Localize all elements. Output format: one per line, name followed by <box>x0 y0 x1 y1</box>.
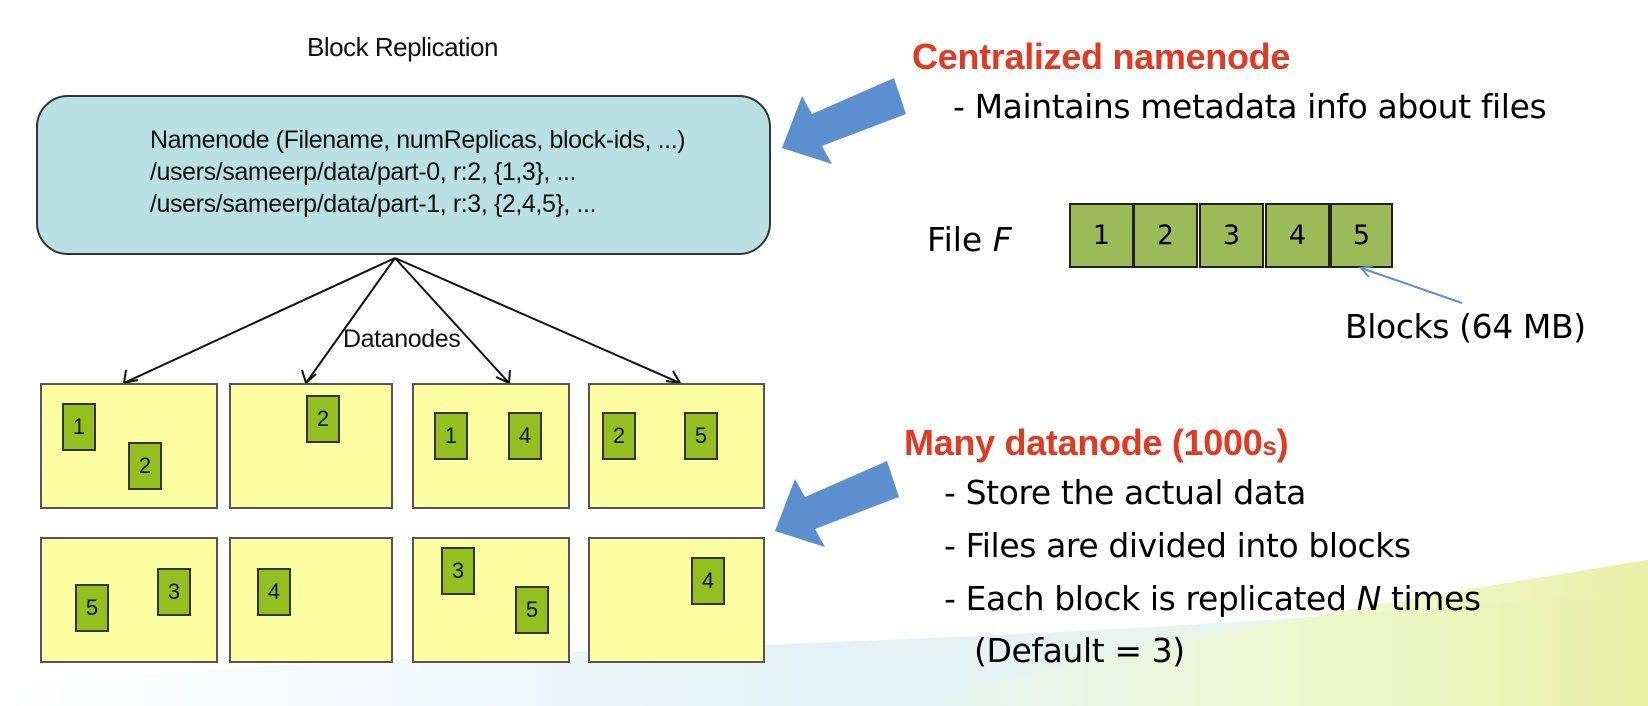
namenode-line: /users/sameerp/data/part-0, r:2, {1,3}, … <box>150 158 577 186</box>
blocks-pointer-line <box>1359 265 1463 304</box>
datanode-bullet: - Files are divided into blocks <box>944 526 1411 565</box>
file-block-4: 4 <box>1265 203 1330 268</box>
datanodes-label: Datanodes <box>343 325 461 353</box>
datanode-3: 1 4 <box>412 383 570 509</box>
diagram-title: Block Replication <box>307 32 498 62</box>
block-5: 5 <box>515 586 549 634</box>
replication-suffix: times <box>1380 579 1481 618</box>
block-4: 4 <box>508 412 542 460</box>
replication-prefix: - Each block is replicated <box>944 579 1357 618</box>
namenode-pointer-arrow <box>782 78 906 164</box>
datanode-heading-suffix: s <box>1262 431 1277 461</box>
namenode-line: /users/sameerp/data/part-1, r:3, {2,4,5}… <box>150 190 597 218</box>
datanode-heading-main: Many datanode (1000 <box>904 422 1263 463</box>
block-5: 5 <box>684 412 718 460</box>
blocks-caption: Blocks (64 MB) <box>1345 307 1586 346</box>
datanode-pointer-arrow <box>775 461 899 547</box>
block-3: 3 <box>441 547 475 595</box>
namenode-metadata: Namenode (Filename, numReplicas, block-i… <box>150 124 686 220</box>
file-block-1: 1 <box>1069 203 1134 268</box>
namenode-heading: Centralized namenode <box>912 36 1291 77</box>
datanode-8: 4 <box>588 537 765 663</box>
arrow-to-datanode-4 <box>394 257 681 384</box>
block-1: 1 <box>434 412 468 460</box>
block-1: 1 <box>62 403 96 451</box>
datanode-6: 4 <box>229 537 393 663</box>
block-2: 2 <box>306 395 340 443</box>
datanode-2: 2 <box>229 383 393 509</box>
datanode-heading: Many datanode (1000s) <box>904 422 1289 464</box>
replication-bullet: - Each block is replicated N times <box>944 579 1481 618</box>
file-block-5: 5 <box>1330 203 1393 268</box>
arrow-to-datanode-1 <box>123 257 396 384</box>
namenode-box: Namenode (Filename, numReplicas, block-i… <box>36 95 771 255</box>
datanode-7: 3 5 <box>412 537 570 663</box>
block-5: 5 <box>75 584 109 632</box>
datanode-bullet: - Store the actual data <box>944 473 1306 512</box>
block-2: 2 <box>602 412 636 460</box>
datanode-1: 1 2 <box>40 383 218 509</box>
block-2: 2 <box>128 442 162 490</box>
arrow-to-datanode-2 <box>305 257 396 384</box>
default-note: (Default = 3) <box>974 631 1185 670</box>
datanode-4: 2 5 <box>588 383 765 509</box>
block-3: 3 <box>157 568 191 616</box>
datanode-5: 5 3 <box>40 537 218 663</box>
datanode-heading-close: ) <box>1276 422 1289 463</box>
block-4: 4 <box>691 557 725 605</box>
arrow-to-datanode-3 <box>394 257 510 384</box>
file-label-prefix: File <box>927 220 993 259</box>
file-label: File F <box>927 220 1012 259</box>
block-4: 4 <box>257 568 291 616</box>
namenode-bullet: - Maintains metadata info about files <box>953 87 1547 126</box>
file-block-2: 2 <box>1133 203 1198 268</box>
file-block-3: 3 <box>1199 203 1264 268</box>
namenode-line: Namenode (Filename, numReplicas, block-i… <box>150 126 686 154</box>
file-label-var: F <box>992 220 1012 259</box>
replication-var: N <box>1356 579 1382 618</box>
